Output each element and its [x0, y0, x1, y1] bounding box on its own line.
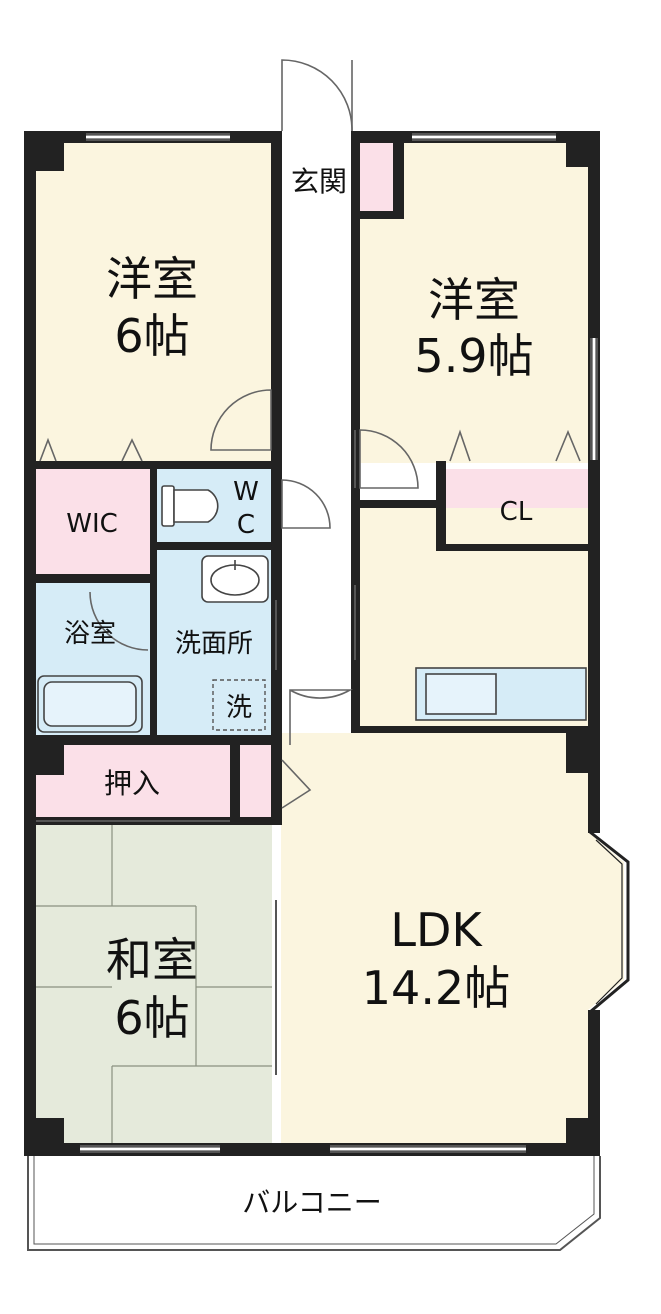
- washitsu-size: 6帖: [114, 991, 189, 1045]
- washroom-label: 洗面所: [175, 629, 253, 659]
- door-swing-icon: [89, 591, 149, 651]
- door-swing-icon: [281, 759, 312, 809]
- washer-box: [212, 679, 266, 731]
- oshiire-label: 押入: [104, 767, 160, 800]
- door-swing-icon: [289, 689, 353, 745]
- genkan-label: 玄関: [291, 165, 347, 198]
- oshiire-fill: [36, 745, 230, 817]
- washitsu-fill: [36, 825, 272, 1143]
- ldk-fill: [281, 733, 588, 1143]
- windows: [80, 135, 596, 1151]
- western-left-name: 洋室: [106, 252, 198, 306]
- bay-window: [589, 830, 630, 1014]
- room-fills: [36, 143, 624, 1143]
- door-swing-icon: [210, 389, 272, 451]
- washer-label: 洗: [226, 693, 252, 723]
- balcony-label: バルコニー: [242, 1186, 381, 1219]
- door-swing-icon: [281, 59, 353, 132]
- wic-label: WIC: [66, 509, 118, 539]
- western-left-size: 6帖: [114, 309, 189, 363]
- window-frames: [80, 133, 598, 1153]
- door-swing-icon: [359, 429, 419, 489]
- toilet-icon: [161, 485, 219, 527]
- western-right-size: 5.9帖: [414, 329, 533, 383]
- wc-label-w: W: [233, 477, 259, 507]
- kitchen-counter-icon: [415, 667, 587, 721]
- balcony: [27, 1156, 601, 1251]
- closet-small-fill: [240, 745, 272, 817]
- ldk-name: LDK: [390, 903, 483, 957]
- sink-icon: [201, 555, 269, 603]
- hallway-fill: [281, 215, 354, 685]
- washitsu-name: 和室: [106, 933, 198, 987]
- wic-fill: [36, 469, 150, 574]
- doors: [36, 59, 581, 1075]
- wc-label-c: C: [237, 510, 255, 540]
- bathtub-icon: [37, 675, 143, 733]
- door-swing-icon: [281, 479, 331, 529]
- cl-label: CL: [500, 497, 533, 527]
- ldk-size: 14.2帖: [362, 961, 510, 1015]
- bay-window-fill: [588, 832, 624, 1010]
- bath-label: 浴室: [64, 619, 116, 649]
- western-left-fill: [36, 143, 271, 461]
- labels: 洋室 6帖 洋室 5.9帖 玄関 WIC W C CL 浴室 洗面所 洗 押入 …: [64, 165, 534, 1219]
- western-right-name: 洋室: [428, 273, 520, 327]
- genkan-fill: [360, 143, 393, 211]
- tatami-grid: [36, 825, 272, 1143]
- genkan-floor-fill: [282, 143, 357, 213]
